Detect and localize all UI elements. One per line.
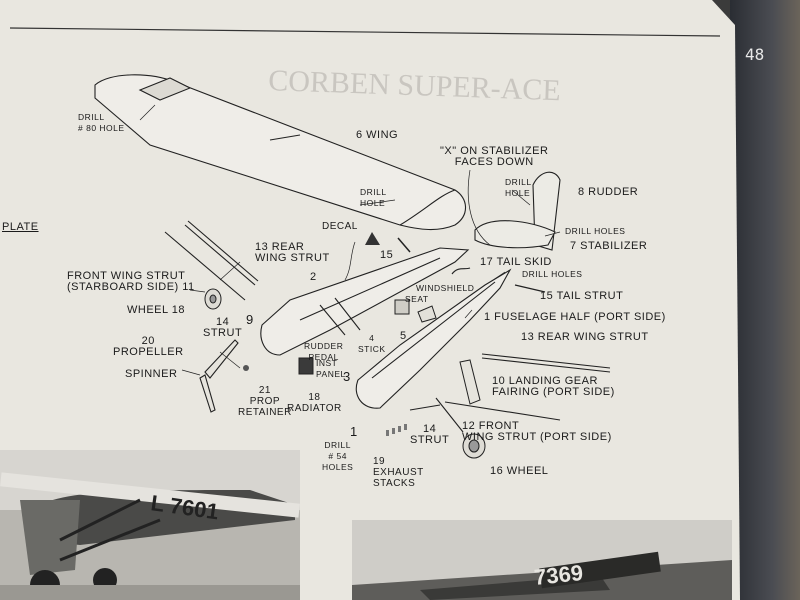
leader-lines — [139, 104, 561, 376]
stabilizer-note-label: "X" ON STABILIZER FACES DOWN — [440, 145, 549, 168]
inst-panel-label: INST PANEL — [316, 358, 346, 379]
radiator-part — [298, 357, 314, 375]
wheel-16-label: 16 WHEEL — [490, 465, 549, 477]
front-wing-strut-port-part — [409, 397, 464, 433]
seat-part — [394, 299, 410, 315]
front-wing-strut-starboard-label: FRONT WING STRUT (STARBOARD SIDE) 11 — [67, 270, 195, 293]
drill-80-hole-label: DRILL # 80 HOLE — [78, 112, 125, 133]
rear-wing-strut-port-label: 13 REAR WING STRUT — [521, 331, 649, 343]
strut-14-starboard-label: 14 STRUT — [203, 316, 243, 339]
wheel-18-label: WHEEL 18 — [127, 304, 186, 316]
wheel-18-part — [204, 288, 222, 310]
propeller-label: 20 PROPELLER — [113, 335, 184, 358]
fuselage-starboard-label: 2 — [310, 271, 317, 283]
top-rule-line — [9, 27, 721, 37]
wing-label: 6 WING — [356, 129, 399, 141]
decal-pin — [397, 237, 411, 253]
drill-holes-stab-label: DRILL HOLES — [565, 226, 626, 236]
rudder-label: 8 RUDDER — [578, 186, 639, 198]
drill-holes-tail-label: DRILL HOLES — [522, 269, 583, 279]
seat-label: SEAT — [405, 294, 429, 304]
spinner-label: SPINNER — [125, 368, 178, 380]
exhaust-stacks-part — [386, 424, 407, 436]
prop-retainer-part — [243, 365, 249, 371]
part-3-label: 3 — [343, 369, 351, 384]
windshield-label: WINDSHIELD — [416, 283, 475, 293]
decal-part — [365, 232, 380, 245]
stabilizer-label: 7 STABILIZER — [570, 240, 648, 252]
windshield-part — [417, 305, 437, 323]
fuselage-port-label: 1 FUSELAGE HALF (PORT SIDE) — [484, 311, 666, 323]
stick-label: 4 STICK — [358, 333, 386, 354]
template-label: PLATE — [2, 221, 39, 233]
right-photo-tail-number: 7369 — [533, 560, 584, 590]
tail-strut-part — [514, 284, 546, 293]
rear-wing-strut-starboard-part — [164, 220, 259, 301]
tail-skid-part — [451, 267, 471, 275]
tail-skid-label: 17 TAIL SKID — [480, 256, 552, 268]
part-9-label: 9 — [246, 312, 254, 327]
fuselage-half-port-part — [355, 268, 512, 409]
strut-14-port-label: 14 STRUT — [410, 423, 450, 446]
rear-wing-strut-starboard-label: 13 REAR WING STRUT — [255, 241, 330, 264]
part-1-lower-label: 1 — [350, 424, 358, 439]
radiator-label: 18 RADIATOR — [287, 392, 342, 414]
background-clock-digits: 48 — [745, 45, 765, 64]
exhaust-stacks-label: 19 EXHAUST STACKS — [373, 456, 424, 489]
tail-strut-label: 15 TAIL STRUT — [540, 290, 624, 302]
drill-hole-wing-label: DRILL HOLE — [360, 187, 387, 208]
drill-hole-rudder-label: DRILL HOLE — [505, 177, 532, 198]
decal-label: DECAL — [322, 221, 358, 232]
desk-background — [730, 0, 800, 600]
rudder-pedal-label: RUDDER PEDAL — [304, 341, 344, 362]
propeller-part — [199, 339, 239, 413]
landing-gear-fairing-part — [459, 359, 481, 405]
fuselage-half-starboard-part — [260, 247, 470, 356]
decal-number-label: 15 — [380, 249, 394, 261]
landing-gear-fairing-label: 10 LANDING GEAR FAIRING (PORT SIDE) — [492, 375, 615, 398]
drill-54-holes-label: DRILL # 54 HOLES — [322, 440, 354, 472]
left-photo: L 7601 — [0, 450, 300, 600]
front-wing-strut-port-label: 12 FRONT WING STRUT (PORT SIDE) — [462, 420, 612, 443]
prop-retainer-label: 21 PROP RETAINER — [238, 385, 292, 418]
right-photo: 7369 — [352, 520, 732, 600]
stabilizer-part — [474, 220, 556, 249]
wing-part — [94, 74, 467, 231]
wheel-16-part — [462, 433, 486, 459]
rear-wing-strut-port-part — [444, 353, 611, 421]
part-5-label: 5 — [400, 330, 407, 342]
